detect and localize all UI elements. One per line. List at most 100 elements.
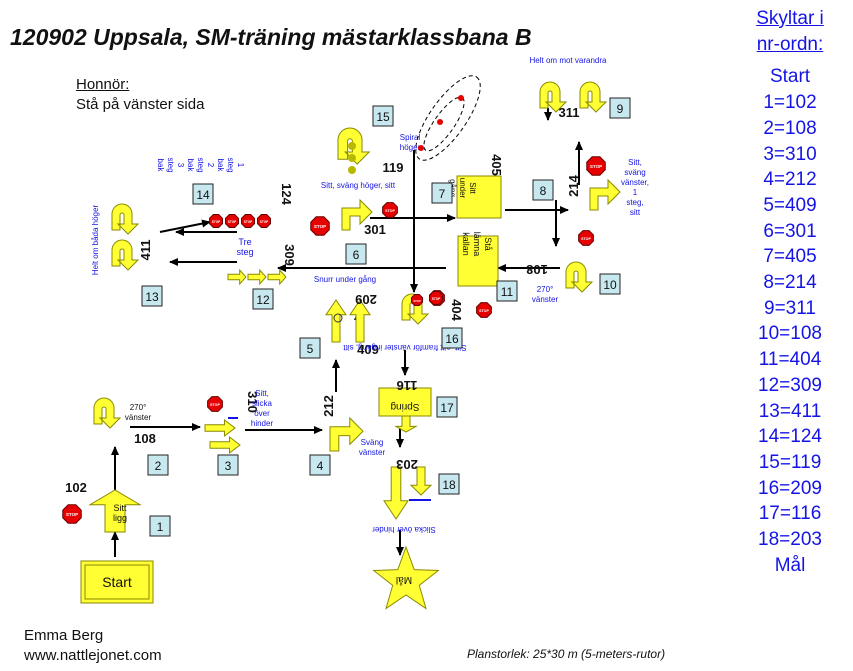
up-arrow-icon <box>349 299 371 343</box>
stop-sign-icon <box>476 302 492 318</box>
stop-sign-text: STOP <box>581 237 591 241</box>
station-box <box>599 273 621 295</box>
sign-number: 214 <box>566 174 581 196</box>
text-label: Sväng <box>361 438 384 447</box>
start-sign-inner <box>84 564 150 600</box>
dot <box>437 119 443 125</box>
right-arrow-icon <box>204 418 236 438</box>
station-box <box>141 285 163 307</box>
text-label: 1 <box>633 188 638 197</box>
turn-left-icon <box>589 178 621 211</box>
text-label: höger <box>400 143 421 152</box>
legend-item: 6=301 <box>763 220 817 242</box>
legend-heading-2: nr-ordn: <box>756 33 824 55</box>
text-label: hinder <box>251 419 274 428</box>
spring-label: Spring <box>391 401 420 412</box>
text-label: Snurr under gång <box>314 275 376 284</box>
legend-item: 12=309 <box>758 374 822 396</box>
station-number: 17 <box>440 401 454 415</box>
uturn-icon <box>111 239 140 271</box>
text-label: under <box>458 178 467 199</box>
text-label: Helt om båda höger <box>91 205 100 276</box>
legend-item: Mål <box>774 554 806 576</box>
spiral-path <box>415 75 481 161</box>
uturn-right-icon <box>579 81 608 113</box>
stop-sign-icon <box>225 214 239 228</box>
right-arrow-icon <box>247 268 267 286</box>
station-number: 6 <box>353 248 360 262</box>
station-number: 9 <box>617 102 624 116</box>
legend-item: 15=119 <box>758 451 822 473</box>
text-label: sväng <box>624 168 645 177</box>
legend-item: 7=405 <box>763 246 817 268</box>
sign-number: 301 <box>364 222 386 237</box>
station-box <box>252 288 274 310</box>
station-box <box>496 280 518 302</box>
goal-label: Mål <box>396 574 412 586</box>
legend-item: 14=124 <box>758 426 822 448</box>
legend-item: 16=209 <box>758 477 822 499</box>
start-label: Start <box>102 574 132 590</box>
dot <box>418 145 424 151</box>
sign-number: 212 <box>321 395 336 417</box>
station-box <box>309 454 331 476</box>
station-number: 15 <box>376 110 390 124</box>
turn-right-icon <box>341 198 373 231</box>
text-label: steg <box>166 157 175 172</box>
station-number: 18 <box>442 478 456 492</box>
station-box <box>438 473 460 495</box>
legend-item: 11=404 <box>758 349 822 371</box>
sign-number: 404 <box>449 299 464 321</box>
text-label: slicka <box>252 399 273 408</box>
legend-item: 18=203 <box>758 529 822 551</box>
station-box <box>149 515 171 537</box>
station-number: 2 <box>155 459 162 473</box>
sign-number: 311 <box>559 105 580 120</box>
spiral-path <box>423 96 465 152</box>
stop-sign-text: STOP <box>479 309 489 313</box>
stop-sign-icon <box>310 216 330 236</box>
station-box <box>431 182 453 204</box>
text-label: lämna <box>472 232 482 257</box>
legend-item: 9=311 <box>764 297 816 319</box>
station-number: 11 <box>501 285 514 299</box>
course-title: 120902 Uppsala, SM-träning mästarklassba… <box>10 24 532 50</box>
uturn-icon <box>111 203 140 235</box>
legend-item: 13=411 <box>758 400 822 422</box>
sign-number: 411 <box>138 240 153 261</box>
right-arrow-icon <box>209 435 241 455</box>
legend-item: Start <box>769 66 811 88</box>
text-label: ligg <box>113 513 127 523</box>
legend-item: 10=108 <box>758 323 822 345</box>
legend-item: 8=214 <box>763 272 817 294</box>
text-label: över <box>254 409 270 418</box>
station-number: 10 <box>603 278 617 292</box>
text-label: bak <box>156 159 165 173</box>
legend-heading-1: Skyltar i <box>756 8 824 29</box>
station-box <box>532 179 554 201</box>
sign-legend: Skyltar i nr-ordn: Start 1=102 2=108 3=3… <box>735 6 845 578</box>
sign-number: 116 <box>397 378 418 393</box>
honnor-text: Stå på vänster sida <box>76 96 205 113</box>
sign-number: 409 <box>357 342 379 357</box>
stop-sign-text: STOP <box>385 209 395 213</box>
down-arrow-icon <box>383 466 409 520</box>
dot <box>458 95 464 101</box>
text-label: vänster <box>359 448 386 457</box>
text-label: bak <box>216 159 225 173</box>
uturn-270-sign <box>565 261 594 293</box>
legend-item: 1=102 <box>763 92 817 114</box>
spin-icon <box>333 313 343 323</box>
stop-sign-icon <box>257 214 271 228</box>
sign-number: 309 <box>282 244 297 266</box>
station-number: 3 <box>225 459 232 473</box>
author-name: Emma Berg <box>24 627 104 644</box>
stop-sign-text: STOP <box>314 224 326 229</box>
uturn-270-sign <box>93 397 122 429</box>
station-number: 5 <box>307 342 314 356</box>
author-block: Emma Berg www.nattlejonet.com <box>24 626 162 666</box>
author-website: www.nattlejonet.com <box>24 647 162 664</box>
text-label: Spiral <box>400 133 421 142</box>
up-arrow-icon <box>325 299 347 343</box>
station-number: 8 <box>540 184 547 198</box>
